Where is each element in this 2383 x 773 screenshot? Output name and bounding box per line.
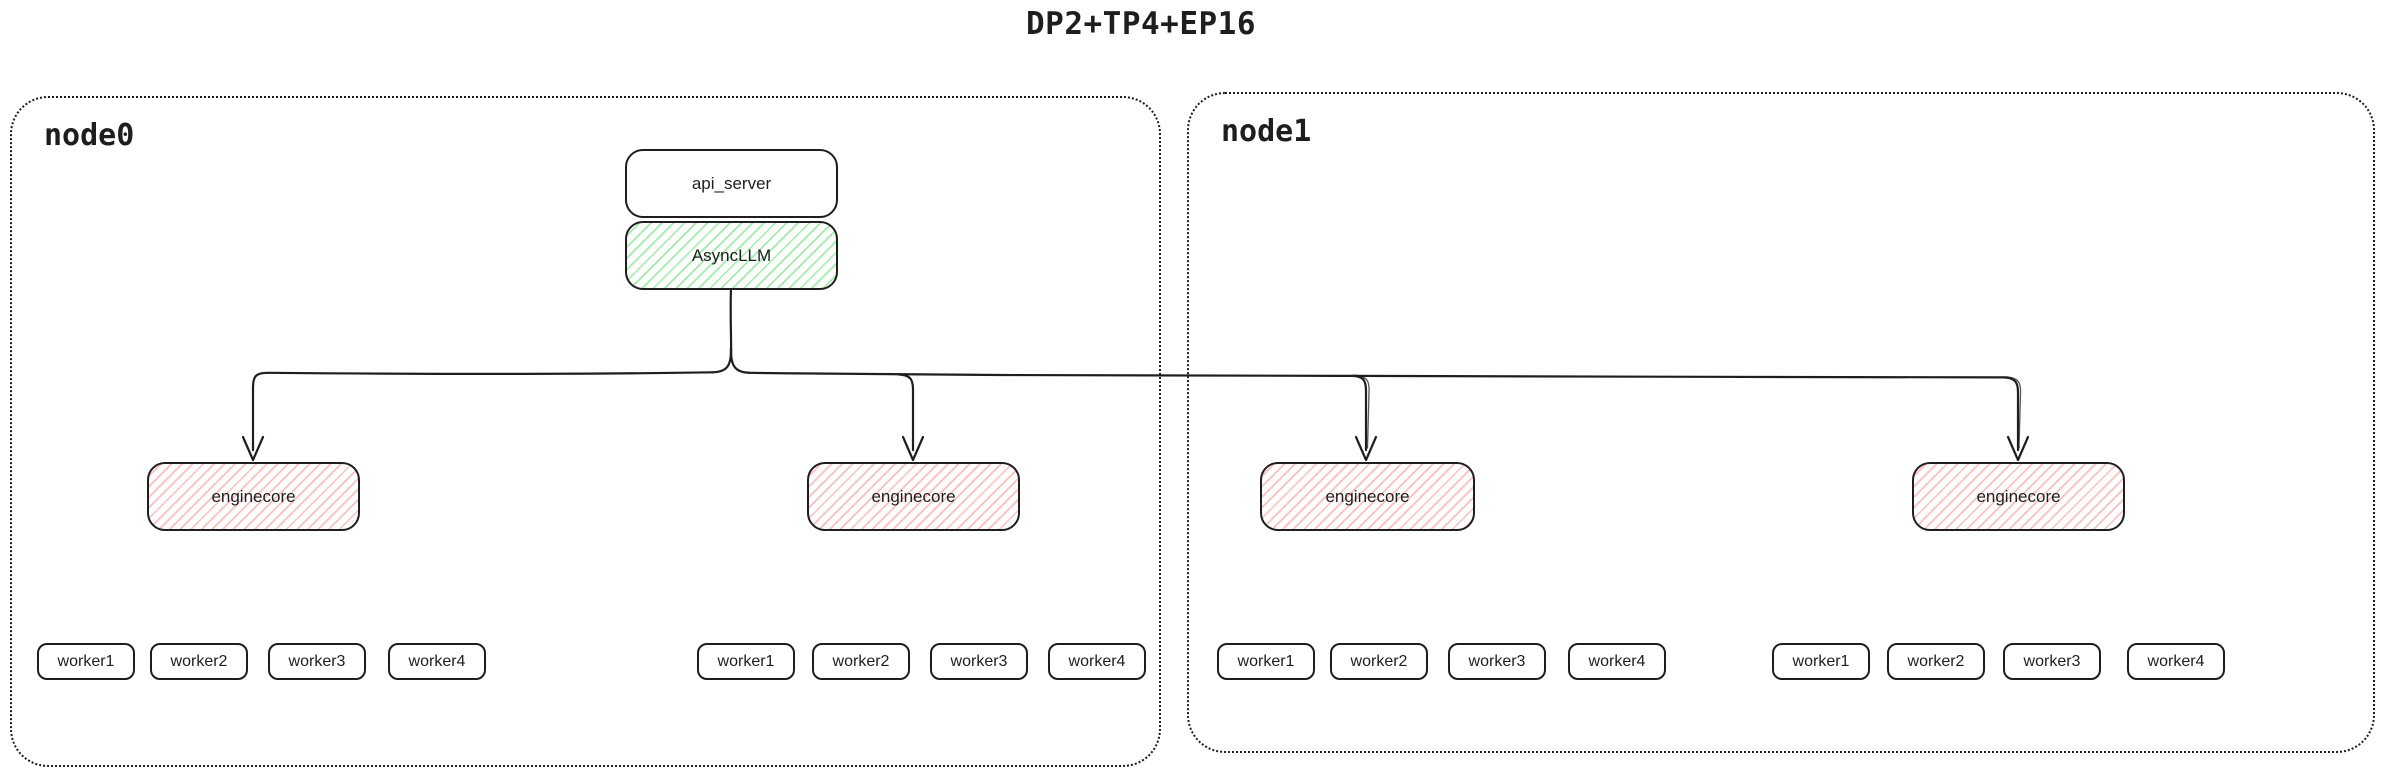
- worker-label: worker1: [1792, 652, 1850, 670]
- worker-box: worker2: [1887, 643, 1985, 680]
- worker-label: worker1: [57, 652, 115, 670]
- node0-container: node0: [10, 96, 1161, 767]
- worker-box: worker2: [1330, 643, 1428, 680]
- enginecore-box-1: enginecore: [147, 462, 360, 531]
- worker-box: worker3: [2003, 643, 2101, 680]
- worker-box: worker3: [268, 643, 366, 680]
- worker-label: worker3: [1468, 652, 1526, 670]
- worker-label: worker4: [2147, 652, 2205, 670]
- asyncllm-box: AsyncLLM: [625, 221, 838, 290]
- asyncllm-label: AsyncLLM: [691, 245, 772, 265]
- api-server-label: api_server: [691, 173, 772, 193]
- enginecore-label: enginecore: [871, 486, 956, 506]
- enginecore-box-4: enginecore: [1912, 462, 2125, 531]
- worker-box: worker4: [1568, 643, 1666, 680]
- enginecore-label: enginecore: [1976, 486, 2061, 506]
- enginecore-box-2: enginecore: [807, 462, 1020, 531]
- worker-box: worker4: [1048, 643, 1146, 680]
- worker-box: worker4: [2127, 643, 2225, 680]
- node1-container: node1: [1187, 92, 2375, 753]
- enginecore-box-3: enginecore: [1260, 462, 1475, 531]
- worker-box: worker3: [1448, 643, 1546, 680]
- worker-label: worker4: [1068, 652, 1126, 670]
- worker-box: worker1: [697, 643, 795, 680]
- node0-label: node0: [44, 118, 135, 153]
- worker-box: worker1: [1217, 643, 1315, 680]
- worker-label: worker3: [288, 652, 346, 670]
- worker-label: worker3: [950, 652, 1008, 670]
- worker-label: worker4: [1588, 652, 1646, 670]
- worker-box: worker2: [812, 643, 910, 680]
- worker-label: worker2: [170, 652, 228, 670]
- worker-label: worker1: [717, 652, 775, 670]
- api-server-box: api_server: [625, 149, 838, 218]
- worker-label: worker2: [1350, 652, 1408, 670]
- worker-label: worker2: [1907, 652, 1965, 670]
- diagram-title: DP2+TP4+EP16: [1026, 6, 1256, 42]
- worker-box: worker2: [150, 643, 248, 680]
- enginecore-label: enginecore: [1325, 486, 1410, 506]
- enginecore-label: enginecore: [211, 486, 296, 506]
- worker-box: worker3: [930, 643, 1028, 680]
- node1-label: node1: [1221, 114, 1312, 149]
- worker-box: worker1: [1772, 643, 1870, 680]
- worker-label: worker3: [2023, 652, 2081, 670]
- worker-label: worker2: [832, 652, 890, 670]
- worker-label: worker1: [1237, 652, 1295, 670]
- worker-box: worker1: [37, 643, 135, 680]
- worker-box: worker4: [388, 643, 486, 680]
- worker-label: worker4: [408, 652, 466, 670]
